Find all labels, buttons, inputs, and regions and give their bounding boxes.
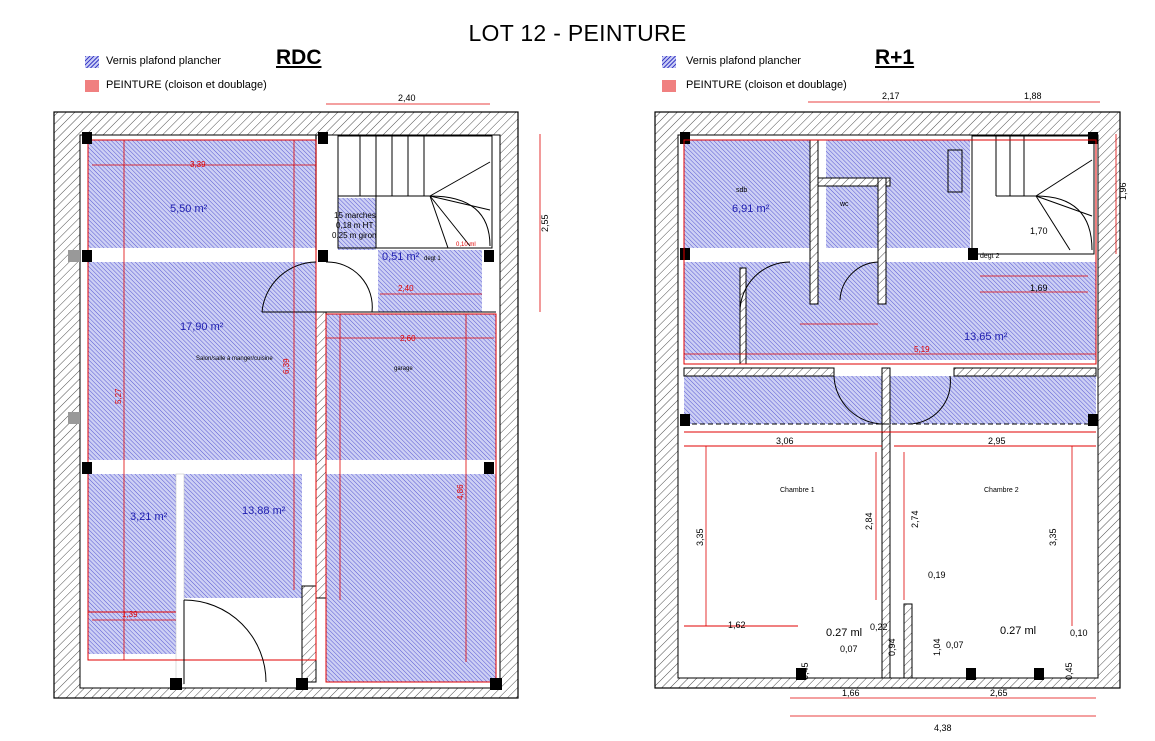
rdc-dim-d4: 1,39 [122, 610, 138, 619]
rdc-zone-top-left [88, 140, 316, 248]
rdc-title: RDC [276, 46, 322, 69]
rdc-zone-sejour [88, 262, 316, 460]
r1-dim-019: 0,19 [928, 570, 946, 580]
r1-dim-274: 2,74 [910, 510, 920, 528]
legend-paint-swatch-rdc [85, 80, 99, 92]
rdc-dim-d2: 2,40 [398, 284, 414, 293]
rdc-room-garage: garage [394, 366, 413, 372]
r1-room-degt: degt 2 [980, 253, 1000, 260]
r1-dim-t1: 2,17 [882, 91, 900, 101]
r1-dim-007a: 0,07 [840, 644, 858, 654]
r1-area-a2: 13,65 m² [964, 331, 1008, 343]
rdc-dim-d1: 3,39 [190, 160, 206, 169]
r1-dim-335l: 3,35 [695, 528, 705, 546]
legend-vernis-r1: Vernis plafond plancher [686, 55, 801, 67]
rdc-zone-degt [378, 250, 482, 312]
rdc-room-sejour: Salon/salle à manger/cuisine [196, 356, 273, 362]
r1-dim-045b: 0,45 [1064, 662, 1074, 680]
r1-dim-007b: 0,07 [946, 640, 964, 650]
r1-title: R+1 [875, 46, 915, 69]
rdc-area-a4: 13,88 m² [242, 505, 286, 517]
rdc-dim-d8: 0,10 ml [456, 242, 476, 248]
r1-dim-169: 1,69 [1030, 283, 1048, 293]
rdc-stairs-l2: 0,18 m HT [336, 221, 373, 230]
rdc-dim-top: 2,40 [398, 93, 416, 103]
rdc-zone-stair-landing [338, 198, 376, 250]
rdc-wall-garage-low [301, 585, 317, 683]
rdc-zone-bottom-left [88, 474, 176, 654]
legend-peinture-r1: PEINTURE (cloison et doublage) [686, 79, 847, 91]
r1-plan: 2,17 1,88 1,96 3,06 2,95 3,35 3,35 2,84 … [654, 91, 1128, 733]
r1-dim-104: 1,04 [932, 638, 942, 656]
legend-peinture-rdc: PEINTURE (cloison et doublage) [106, 79, 267, 91]
rdc-dim-d5: 6,39 [282, 358, 291, 374]
r1-room-ch1: Chambre 1 [780, 487, 815, 494]
r1-zone-sdb [684, 140, 810, 248]
rdc-stairs-l3: 0,25 m giron [332, 231, 376, 240]
rdc-wall-garage [315, 311, 327, 599]
r1-ml2: 0.27 ml [1000, 625, 1036, 637]
r1-dim-162: 1,62 [728, 620, 746, 630]
r1-dim-045a: 0,45 [800, 662, 810, 680]
r1-room-wc: wc [839, 201, 849, 208]
r1-dim-t2: 1,88 [1024, 91, 1042, 101]
r1-dim-094: 0,94 [887, 638, 897, 656]
rdc-area-a5: 0,51 m² [382, 251, 420, 263]
r1-dim-295: 2,95 [988, 436, 1006, 446]
r1-dim-022: 0,22 [870, 622, 888, 632]
r1-dim-284: 2,84 [864, 512, 874, 530]
rdc-dim-d7: 4,86 [456, 484, 465, 500]
r1-ml1: 0.27 ml [826, 627, 862, 639]
r1-dim-right: 1,96 [1118, 182, 1128, 200]
page-title: LOT 12 - PEINTURE [468, 20, 687, 46]
r1-dim-306: 3,06 [776, 436, 794, 446]
legend-vernis-rdc: Vernis plafond plancher [106, 55, 221, 67]
r1-dim-010: 0,10 [1070, 628, 1088, 638]
r1-dim-b166: 1,66 [842, 688, 860, 698]
rdc-dim-d3: 2,60 [400, 334, 416, 343]
rdc-stairs-l1: 15 marches [334, 211, 376, 220]
rdc-zone-bottom-mid [184, 474, 302, 598]
rdc-area-a1: 5,50 m² [170, 203, 208, 215]
r1-dim-335r: 3,35 [1048, 528, 1058, 546]
r1-room-sdb: sdb [736, 187, 747, 194]
rdc-zone-garage [326, 314, 496, 682]
rdc-area-a2: 17,90 m² [180, 321, 224, 333]
r1-area-a1: 6,91 m² [732, 203, 770, 215]
rdc-dim-d6: 5,27 [114, 388, 123, 404]
r1-dim-b265: 2,65 [990, 688, 1008, 698]
legend-hatch-swatch-r1 [662, 56, 676, 68]
rdc-stairs [337, 135, 493, 249]
rdc-dim-right: 2,55 [540, 214, 550, 232]
r1-dim-170: 1,70 [1030, 226, 1048, 236]
r1-room-ch2: Chambre 2 [984, 487, 1019, 494]
rdc-plan: 2,40 2,55 3,39 2,40 2,60 1,39 6,39 5,27 … [53, 93, 550, 699]
rdc-room-degt: degt 1 [424, 256, 441, 262]
rdc-area-a3: 3,21 m² [130, 511, 168, 523]
r1-dim-b438: 4,38 [934, 723, 952, 733]
r1-stairs [947, 135, 1095, 255]
legend-paint-swatch-r1 [662, 80, 676, 92]
legend-hatch-swatch-rdc [85, 56, 99, 68]
r1-zone-wc [826, 140, 970, 248]
r1-dim-519: 5,19 [914, 345, 930, 354]
